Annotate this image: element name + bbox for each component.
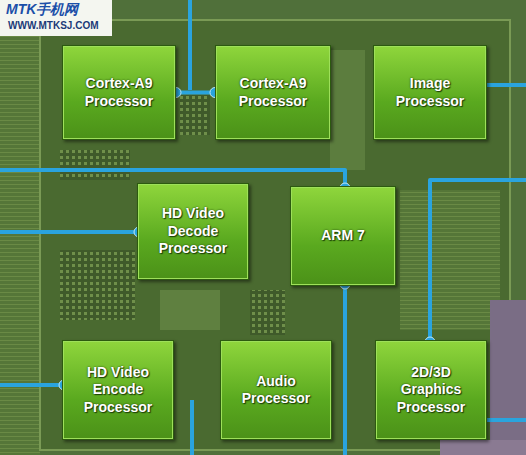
processor-block: ARM 7 xyxy=(290,186,396,286)
block-label: Image Processor xyxy=(374,71,486,114)
bus-wire xyxy=(190,400,194,455)
processor-block: Cortex-A9 Processor xyxy=(62,45,176,140)
block-label: HD Video Encode Processor xyxy=(63,360,173,421)
block-label: Audio Processor xyxy=(221,369,331,412)
bus-wire xyxy=(0,230,141,234)
watermark-text: WWW.MTKSJ.COM xyxy=(8,20,99,31)
processor-block: HD Video Encode Processor xyxy=(62,340,174,440)
bus-wire xyxy=(0,383,66,387)
bus-connector xyxy=(176,91,215,95)
bus-wire xyxy=(430,180,526,344)
bus-wire xyxy=(188,0,192,90)
bus-wire xyxy=(343,282,347,455)
watermark-text: MTK手机网 xyxy=(6,1,78,19)
block-label: Cortex-A9 Processor xyxy=(216,71,330,114)
block-label: ARM 7 xyxy=(315,223,371,249)
processor-block: 2D/3D Graphics Processor xyxy=(375,340,487,440)
processor-block: Cortex-A9 Processor xyxy=(215,45,331,140)
block-label: 2D/3D Graphics Processor xyxy=(376,360,486,421)
processor-block: Image Processor xyxy=(373,45,487,140)
block-label: HD Video Decode Processor xyxy=(138,201,248,262)
processor-block: HD Video Decode Processor xyxy=(137,183,249,280)
processor-block: Audio Processor xyxy=(220,340,332,440)
block-label: Cortex-A9 Processor xyxy=(63,71,175,114)
